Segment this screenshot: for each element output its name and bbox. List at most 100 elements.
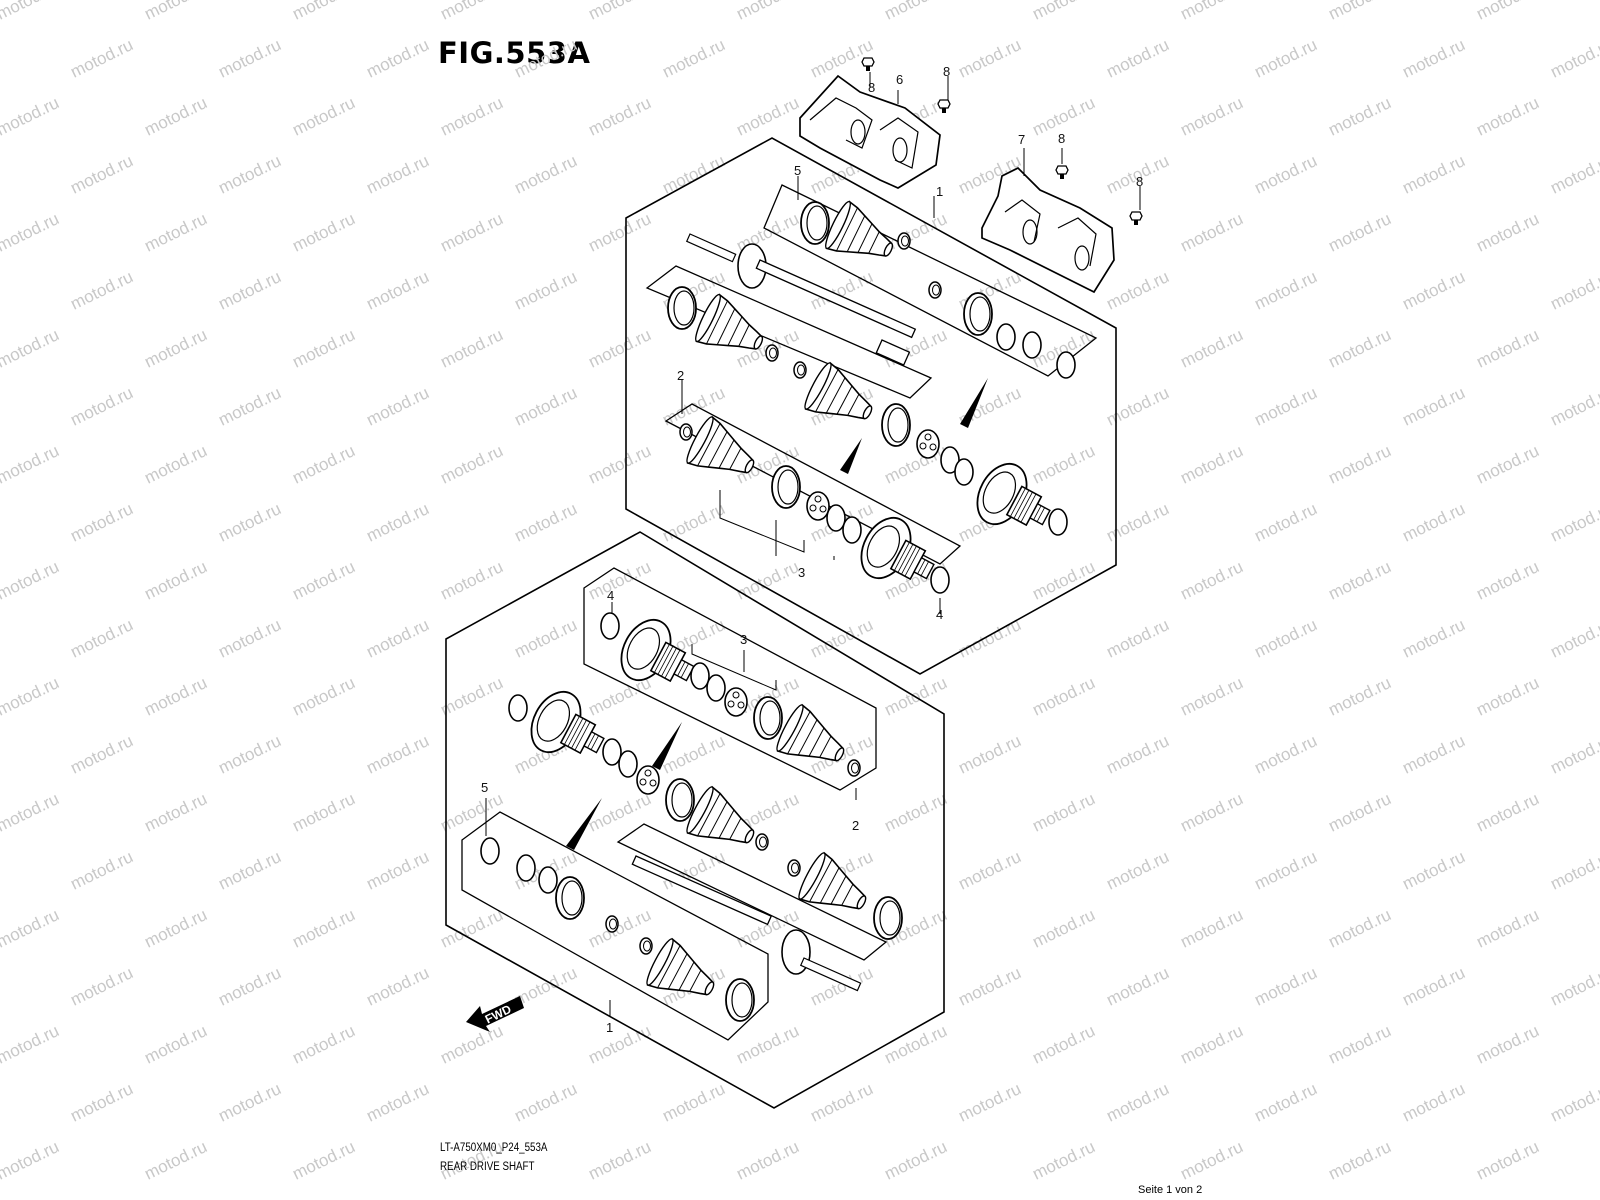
upper-clamp-center [881, 403, 911, 447]
watermark-text: motod.ru [289, 673, 358, 719]
watermark-text: motod.ru [67, 151, 136, 197]
lower-bearing [636, 765, 660, 795]
upper-kit1-circlip [1056, 351, 1076, 379]
lower-shaft-clamp [873, 896, 903, 940]
watermark-text: motod.ru [1473, 93, 1542, 139]
lower-kit1-circlip [480, 837, 500, 865]
upper-kit2-oring [842, 516, 862, 544]
watermark-text: motod.ru [585, 0, 654, 24]
watermark-text: motod.ru [215, 731, 284, 777]
watermark-text: motod.ru [1103, 731, 1172, 777]
watermark-text: motod.ru [141, 905, 210, 951]
watermark-text: motod.ru [585, 325, 654, 371]
watermark-text: motod.ru [585, 1021, 654, 1067]
lower-oring-center [618, 750, 638, 778]
watermark-text: motod.ru [67, 731, 136, 777]
watermark-text: motod.ru [733, 1021, 802, 1067]
watermark-text: motod.ru [1103, 963, 1172, 1009]
watermark-text: motod.ru [363, 847, 432, 893]
watermark-text: motod.ru [141, 673, 210, 719]
watermark-text: motod.ru [1399, 963, 1468, 1009]
callout-2-lower: 2 [852, 818, 859, 833]
watermark-text: motod.ru [1325, 93, 1394, 139]
watermark-text: motod.ru [1547, 731, 1600, 777]
watermark-text: motod.ru [437, 325, 506, 371]
watermark-text: motod.ru [1177, 93, 1246, 139]
watermark-text: motod.ru [437, 673, 506, 719]
upper-drive-shaft [685, 233, 917, 366]
watermark-text: motod.ru [1325, 673, 1394, 719]
upper-bearing [916, 429, 940, 459]
watermark-text: motod.ru [1325, 1021, 1394, 1067]
watermark-text: motod.ru [289, 1137, 358, 1183]
lower-kit-frame-shaft [616, 823, 888, 961]
watermark-text: motod.ru [1103, 35, 1172, 81]
callout-8-d: 8 [1136, 174, 1143, 189]
upper-kit1-clamp-2 [963, 292, 993, 336]
callout-8-b: 8 [943, 64, 950, 79]
callout-1-upper: 1 [936, 184, 943, 199]
watermark-text: motod.ru [67, 1079, 136, 1125]
watermark-text: motod.ru [1473, 1021, 1542, 1067]
watermark-text: motod.ru [1029, 789, 1098, 835]
lower-kit2-clamp [753, 696, 783, 740]
lower-kit1-clamp-2 [725, 978, 755, 1022]
watermark-text: motod.ru [1399, 1079, 1468, 1125]
lower-pointer-1 [652, 722, 682, 770]
watermark-text: motod.ru [363, 35, 432, 81]
lower-kit-frame-1 [461, 811, 769, 1041]
watermark-text: motod.ru [141, 789, 210, 835]
watermark-text: motod.ru [659, 499, 728, 545]
watermark-text: motod.ru [0, 1021, 62, 1067]
watermark-text: motod.ru [141, 1137, 210, 1183]
watermark-text: motod.ru [585, 1137, 654, 1183]
lower-kit2-ring [690, 662, 710, 690]
guard-plate-7 [981, 166, 1115, 294]
watermark-text: motod.ru [1547, 499, 1600, 545]
watermark-text: motod.ru [511, 1079, 580, 1125]
callout-3-upper: 3 [798, 565, 805, 580]
watermark-text: motod.ru [0, 789, 62, 835]
watermark-text: motod.ru [1473, 0, 1542, 24]
watermark-text: motod.ru [1547, 151, 1600, 197]
watermark-text: motod.ru [141, 1021, 210, 1067]
watermark-text: motod.ru [289, 557, 358, 603]
watermark-text: motod.ru [0, 441, 62, 487]
watermark-text: motod.ru [881, 441, 950, 487]
upper-kit2-clamp [771, 465, 801, 509]
lower-pointer-2 [566, 798, 602, 850]
watermark-text: motod.ru [1399, 847, 1468, 893]
lower-kit2-bearing [724, 687, 748, 717]
watermark-text: motod.ru [1473, 441, 1542, 487]
callout-5-upper: 5 [794, 163, 801, 178]
watermark-text: motod.ru [363, 499, 432, 545]
watermark-text: motod.ru [215, 615, 284, 661]
watermark-text: motod.ru [1177, 789, 1246, 835]
watermark-text: motod.ru [1251, 615, 1320, 661]
watermark-text: motod.ru [67, 847, 136, 893]
watermark-text: motod.ru [141, 209, 210, 255]
watermark-text: motod.ru [0, 557, 62, 603]
upper-hex-frame [625, 137, 1117, 675]
watermark-text: motod.ru [733, 557, 802, 603]
upper-kit1-ring [996, 323, 1016, 351]
watermark-text: motod.ru [1325, 0, 1394, 24]
lower-kit1-small-clamp [605, 915, 619, 933]
watermark-text: motod.ru [363, 731, 432, 777]
callout-5-lower: 5 [481, 780, 488, 795]
watermark-text: motod.ru [1103, 1079, 1172, 1125]
watermark-text: motod.ru [511, 151, 580, 197]
callout-7: 7 [1018, 132, 1025, 147]
watermark-text: motod.ru [1177, 1137, 1246, 1183]
watermark-text: motod.ru [289, 441, 358, 487]
watermark-text: motod.ru [1251, 35, 1320, 81]
watermark-text: motod.ru [215, 35, 284, 81]
watermark-text: motod.ru [215, 383, 284, 429]
watermark-text: motod.ru [1547, 1079, 1600, 1125]
bolt-8-c [1055, 165, 1069, 180]
watermark-text: motod.ru [289, 905, 358, 951]
watermark-text: motod.ru [1029, 1137, 1098, 1183]
watermark-text: motod.ru [363, 615, 432, 661]
callout-4-upper: 4 [936, 607, 943, 622]
